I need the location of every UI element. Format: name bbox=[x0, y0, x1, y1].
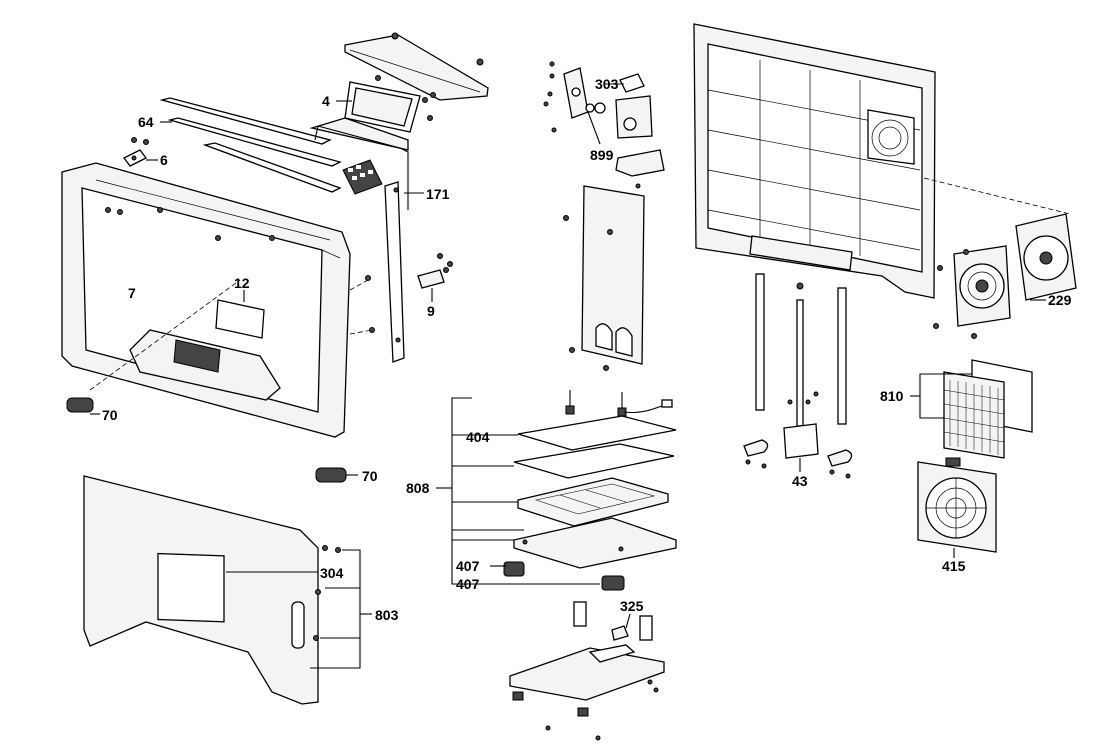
label-171: 171 bbox=[426, 186, 450, 202]
front-frame bbox=[61, 162, 375, 438]
label-808: 808 bbox=[406, 480, 430, 496]
base-plate bbox=[509, 601, 665, 741]
label-303: 303 bbox=[595, 76, 619, 92]
label-803: 803 bbox=[375, 607, 399, 623]
leader-810 bbox=[910, 373, 972, 419]
clip-6 bbox=[123, 137, 149, 167]
label-70a: 70 bbox=[102, 407, 118, 423]
vertical-panel bbox=[563, 185, 645, 371]
rods bbox=[743, 273, 853, 479]
label-64: 64 bbox=[138, 114, 154, 130]
foot-70b bbox=[315, 467, 347, 483]
filter-810 bbox=[943, 359, 1033, 459]
label-6: 6 bbox=[160, 152, 168, 168]
rails-64 bbox=[159, 97, 409, 193]
fan-assembly-229 bbox=[933, 213, 1077, 339]
label-7: 7 bbox=[128, 285, 136, 301]
label-899: 899 bbox=[590, 147, 614, 163]
panel-4 bbox=[344, 75, 436, 133]
leader-808 bbox=[436, 397, 600, 585]
label-12: 12 bbox=[234, 275, 250, 291]
label-407b: 407 bbox=[456, 576, 480, 592]
label-404: 404 bbox=[466, 429, 490, 445]
label-304: 304 bbox=[320, 565, 344, 581]
label-70b: 70 bbox=[362, 468, 378, 484]
foot-70a bbox=[66, 397, 94, 413]
keypad bbox=[342, 159, 383, 195]
fan-guard-415 bbox=[917, 457, 997, 553]
label-810: 810 bbox=[880, 388, 904, 404]
label-4: 4 bbox=[322, 93, 330, 109]
cable-171 bbox=[314, 125, 409, 363]
back-cover bbox=[83, 475, 341, 705]
label-415: 415 bbox=[942, 558, 966, 574]
label-325: 325 bbox=[620, 598, 644, 614]
top-bracket bbox=[344, 32, 489, 101]
label-9: 9 bbox=[427, 303, 435, 319]
back-frame bbox=[693, 23, 936, 299]
bed-assembly bbox=[503, 390, 677, 591]
label-229: 229 bbox=[1048, 292, 1072, 308]
leader-304-803 bbox=[226, 549, 372, 669]
label-407a: 407 bbox=[456, 558, 480, 574]
connector-9 bbox=[417, 253, 453, 289]
motor-assembly bbox=[543, 61, 665, 189]
label-43: 43 bbox=[792, 473, 808, 489]
